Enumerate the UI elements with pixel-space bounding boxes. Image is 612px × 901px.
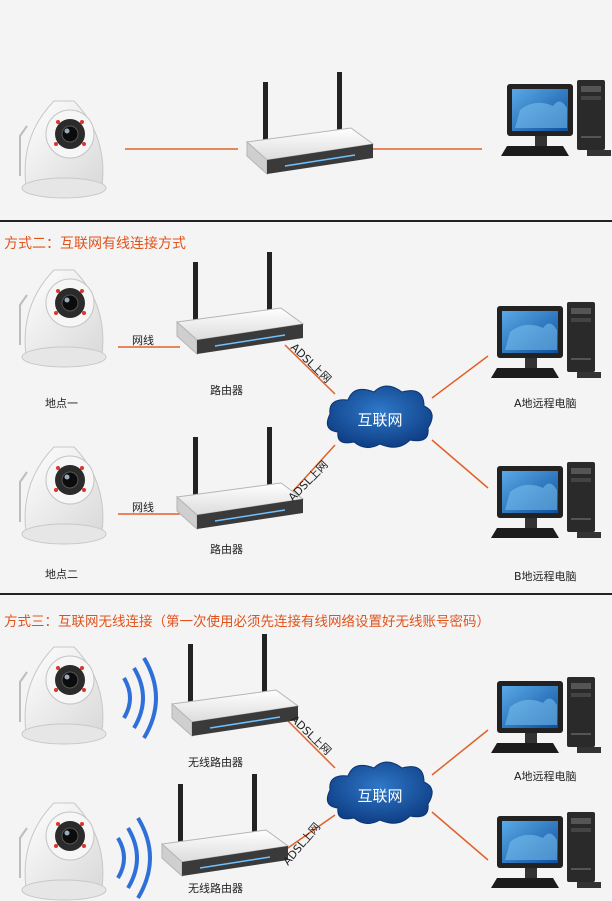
adsl-line: [284, 717, 336, 769]
location-one-label: 地点一: [45, 397, 78, 410]
section-divider: [0, 220, 612, 222]
desktop-computer-icon: [491, 677, 601, 753]
ip-camera-icon: [19, 446, 107, 545]
desktop-computer-icon: [501, 80, 611, 156]
router-label: 路由器: [210, 384, 243, 397]
adsl-label: ADSL上网: [280, 820, 323, 868]
remote-link-line: [431, 729, 489, 776]
ip-camera-icon: [19, 100, 107, 199]
remote-pc-a-label: A地远程电脑: [514, 770, 577, 783]
internet-label: 互联网: [357, 411, 402, 429]
remote-pc-b-label: B地远程电脑: [514, 570, 577, 583]
wifi-signal-icon: [122, 656, 158, 740]
adsl-line: [284, 444, 336, 501]
router-icon: [246, 71, 374, 175]
location-two-label: 地点二: [45, 568, 78, 581]
remote-link-line: [431, 355, 489, 399]
ip-camera-icon: [19, 269, 107, 368]
remote-pc-a-label: A地远程电脑: [514, 397, 577, 410]
remote-link-line: [431, 439, 489, 489]
ip-camera-icon: [19, 802, 107, 901]
section-divider: [0, 593, 612, 595]
router-icon: [161, 773, 289, 877]
wireless-router-label: 无线路由器: [188, 756, 243, 769]
router-icon: [176, 426, 304, 530]
router-label: 路由器: [210, 543, 243, 556]
wireless-router-label: 无线路由器: [188, 882, 243, 895]
router-icon: [171, 633, 299, 737]
ip-camera-icon: [19, 646, 107, 745]
adsl-label: ADSL上网: [286, 458, 331, 504]
adsl-line: [284, 344, 336, 395]
section-title-mode3: 方式三：互联网无线连接（第一次使用必须先连接有线网络设置好无线账号密码）: [4, 614, 490, 630]
desktop-computer-icon: [491, 462, 601, 538]
adsl-line: [284, 814, 336, 851]
desktop-computer-icon: [491, 302, 601, 378]
adsl-label: ADSL上网: [288, 713, 334, 758]
wifi-signal-icon: [116, 816, 152, 900]
section-title-mode2: 方式二：互联网有线连接方式: [4, 236, 186, 252]
adsl-label: ADSL上网: [288, 341, 334, 386]
internet-label: 互联网: [357, 787, 402, 805]
cable-label: 网线: [132, 501, 154, 514]
cable-label: 网线: [132, 334, 154, 347]
remote-link-line: [431, 811, 489, 861]
router-icon: [176, 251, 304, 355]
desktop-computer-icon: [491, 812, 601, 888]
